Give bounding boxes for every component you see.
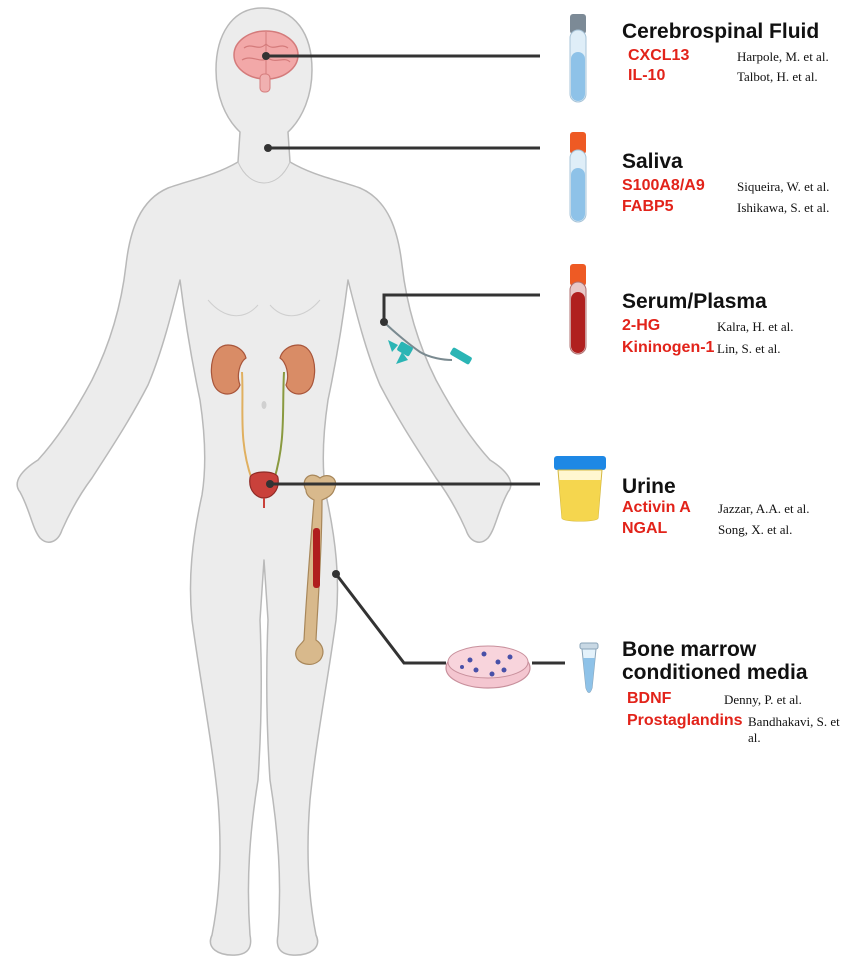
saliva-section: Saliva S100A8/A9 Siqueira, W. et al. FAB… — [622, 150, 683, 173]
saliva-tube-icon — [570, 132, 586, 222]
marker-reference: Ishikawa, S. et al. — [737, 200, 829, 216]
marker-name: Activin A — [622, 499, 691, 517]
urine-section: Urine Activin A Jazzar, A.A. et al. NGAL… — [622, 475, 676, 498]
csf-tube-icon — [570, 14, 586, 102]
marker-reference: Kalra, H. et al. — [717, 319, 794, 335]
bone-marrow-title-line2: conditioned media — [622, 661, 808, 684]
marker-reference: Talbot, H. et al. — [737, 69, 818, 85]
marker-name: FABP5 — [622, 198, 674, 216]
petri-dish-icon — [446, 646, 530, 688]
serum-plasma-title: Serum/Plasma — [622, 290, 767, 313]
marker-reference: Siqueira, W. et al. — [737, 179, 829, 195]
marker-reference: Denny, P. et al. — [724, 692, 802, 708]
csf-section: Cerebrospinal Fluid CXCL13 Harpole, M. e… — [622, 20, 819, 43]
marker-name: BDNF — [627, 690, 671, 708]
urine-title: Urine — [622, 475, 676, 498]
marker-name: 2-HG — [622, 317, 660, 335]
csf-title: Cerebrospinal Fluid — [622, 20, 819, 43]
bone-marrow-section: Bone marrow conditioned media BDNF Denny… — [622, 638, 808, 684]
marker-name: Prostaglandins — [627, 712, 743, 730]
marker-reference: Song, X. et al. — [718, 522, 792, 538]
marker-name: NGAL — [622, 520, 667, 538]
serum-tube-icon — [570, 264, 586, 354]
urine-cup-icon — [554, 456, 606, 521]
serum-plasma-section: Serum/Plasma 2-HG Kalra, H. et al. Kinin… — [622, 290, 767, 313]
marker-reference: Jazzar, A.A. et al. — [718, 501, 810, 517]
marker-name: IL-10 — [628, 67, 665, 85]
marker-name: CXCL13 — [628, 47, 689, 65]
marker-reference: Lin, S. et al. — [717, 341, 781, 357]
bone-marrow-title-line1: Bone marrow — [622, 638, 808, 661]
marker-reference: Harpole, M. et al. — [737, 49, 829, 65]
marker-name: Kininogen-1 — [622, 339, 714, 357]
marker-name: S100A8/A9 — [622, 177, 705, 195]
saliva-title: Saliva — [622, 150, 683, 173]
marker-reference: Bandhakavi, S. et al. — [748, 714, 853, 746]
bone-marrow-connector — [336, 574, 446, 663]
conditioned-media-tube-icon — [580, 643, 598, 693]
